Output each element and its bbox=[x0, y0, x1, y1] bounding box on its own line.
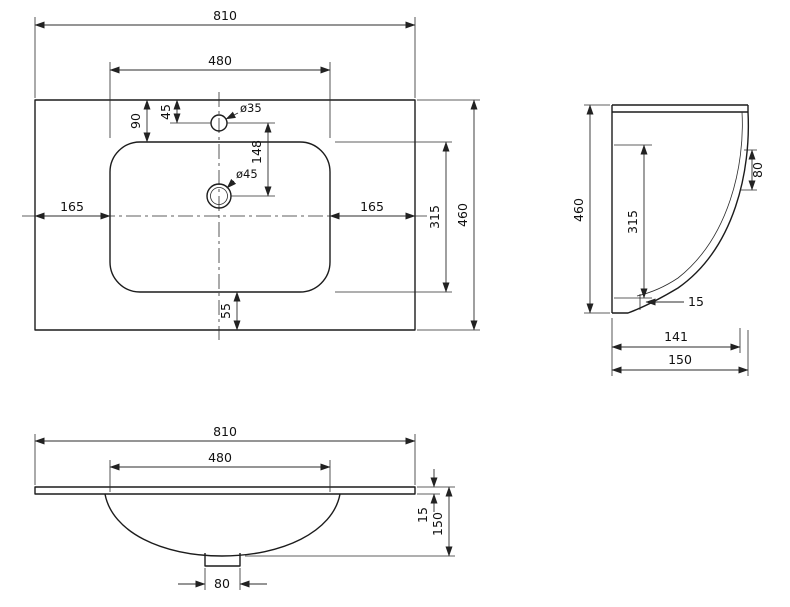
plan-extension-lines bbox=[34, 17, 480, 331]
side-profile-inner bbox=[636, 111, 743, 297]
dim-plan-480: 480 bbox=[208, 53, 232, 68]
dim-side-150: 150 bbox=[668, 352, 692, 367]
dim-plan-165-left: 165 bbox=[60, 199, 84, 214]
plan-view: 810 480 90 45 ø35 ø45 148 165 165 315 46… bbox=[22, 8, 480, 340]
front-extension-lines bbox=[34, 434, 455, 590]
faucet-leader-line bbox=[225, 111, 239, 120]
front-view: 810 480 15 150 80 bbox=[34, 424, 455, 591]
basin-bowl-outline bbox=[109, 141, 331, 293]
dim-plan-148: 148 bbox=[249, 140, 264, 164]
dim-side-15: 15 bbox=[688, 294, 704, 309]
dim-plan-315: 315 bbox=[427, 205, 442, 229]
dim-side-460: 460 bbox=[571, 198, 586, 222]
dim-side-315: 315 bbox=[625, 210, 640, 234]
front-slab bbox=[34, 486, 416, 495]
dim-plan-810: 810 bbox=[213, 8, 237, 23]
drain-diameter-label: ø45 bbox=[236, 167, 258, 181]
dim-front-150: 150 bbox=[430, 512, 445, 536]
dim-front-480: 480 bbox=[208, 450, 232, 465]
front-drain-stub bbox=[204, 553, 241, 567]
dim-plan-55: 55 bbox=[218, 303, 233, 319]
dim-plan-165-right: 165 bbox=[360, 199, 384, 214]
countertop-outline bbox=[34, 99, 416, 331]
dim-plan-460: 460 bbox=[455, 203, 470, 227]
dim-plan-45: 45 bbox=[158, 104, 173, 120]
dim-front-810: 810 bbox=[213, 424, 237, 439]
dim-side-80: 80 bbox=[750, 162, 765, 178]
dim-front-80: 80 bbox=[214, 576, 230, 591]
dim-plan-90: 90 bbox=[128, 113, 143, 129]
drain-leader-line bbox=[226, 178, 237, 189]
dim-side-141: 141 bbox=[664, 329, 688, 344]
faucet-diameter-label: ø35 bbox=[240, 101, 262, 115]
drain-hole-inner bbox=[210, 187, 228, 205]
side-view: 460 315 80 15 141 150 bbox=[571, 104, 765, 376]
front-bowl-curve bbox=[104, 493, 341, 557]
side-profile-outer bbox=[612, 111, 750, 314]
dim-front-15: 15 bbox=[415, 507, 430, 523]
